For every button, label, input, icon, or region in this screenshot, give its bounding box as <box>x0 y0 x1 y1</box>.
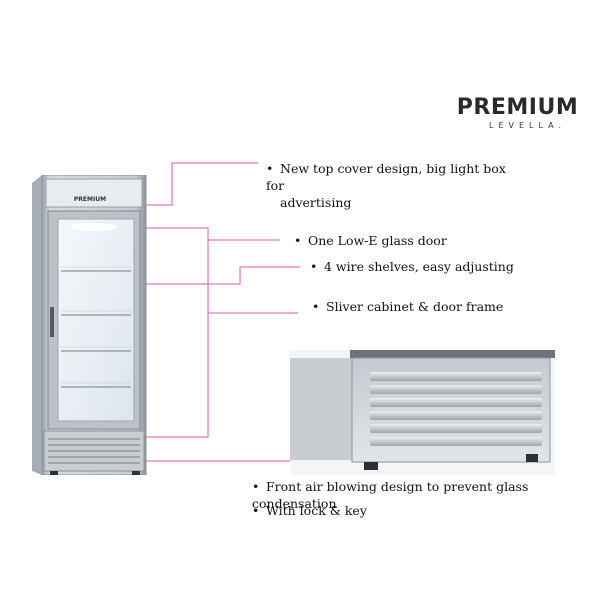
feature-text: advertising <box>280 195 352 210</box>
callout-shelves <box>96 266 300 285</box>
fridge-label: PREMIUM <box>74 196 106 203</box>
feature-cabinet: •Sliver cabinet & door frame <box>312 299 504 314</box>
feature-text: New top cover design, big light box for <box>266 161 506 193</box>
feature-text: With lock & key <box>266 503 367 518</box>
feature-wire-shelves: •4 wire shelves, easy adjusting <box>310 259 514 274</box>
feature-lock: •With lock & key <box>252 503 367 518</box>
feature-text: Sliver cabinet & door frame <box>326 299 504 314</box>
feature-air-blowing: •Front air blowing design to prevent gla… <box>252 479 529 511</box>
feature-text: 4 wire shelves, easy adjusting <box>324 259 514 274</box>
feature-top-cover: •New top cover design, big light box for… <box>266 160 526 211</box>
feature-text: Front air blowing design to prevent glas… <box>252 479 529 511</box>
grille-detail-image <box>290 350 555 475</box>
feature-glass-door: •One Low-E glass door <box>294 233 447 248</box>
fridge-image: PREMIUM <box>32 175 147 475</box>
callout-air <box>116 313 209 438</box>
brand-name: PREMIUM <box>456 95 579 120</box>
brand-sub: LEVELLA. <box>488 121 566 130</box>
brand-logo: PREMIUM LEVELLA. <box>455 96 580 131</box>
bullet: • <box>266 161 274 176</box>
feature-text: One Low-E glass door <box>308 233 447 248</box>
callout-cabinet <box>207 240 298 314</box>
callout-glass-door <box>112 227 280 241</box>
